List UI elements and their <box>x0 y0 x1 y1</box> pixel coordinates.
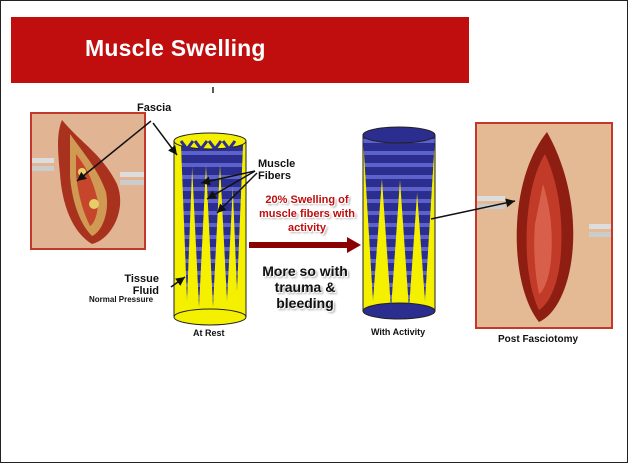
fascia-label: Fascia <box>137 102 171 114</box>
swelling-note: 20% Swelling of muscle fibers with activ… <box>251 193 363 235</box>
with-activity-label: With Activity <box>371 327 425 337</box>
muscle-fibers-label: Muscle Fibers <box>258 158 295 182</box>
cylinder-at-rest <box>174 133 246 325</box>
post-fasciotomy-label: Post Fasciotomy <box>498 334 578 345</box>
at-rest-label: At Rest <box>193 328 225 338</box>
cylinder-with-activity <box>363 127 435 319</box>
activity-arrow <box>249 237 361 253</box>
normal-pressure-label: Normal Pressure <box>89 295 153 304</box>
tissue-fluid-label: Tissue Fluid <box>123 273 159 297</box>
trauma-note: More so with trauma & bleeding <box>253 263 357 311</box>
